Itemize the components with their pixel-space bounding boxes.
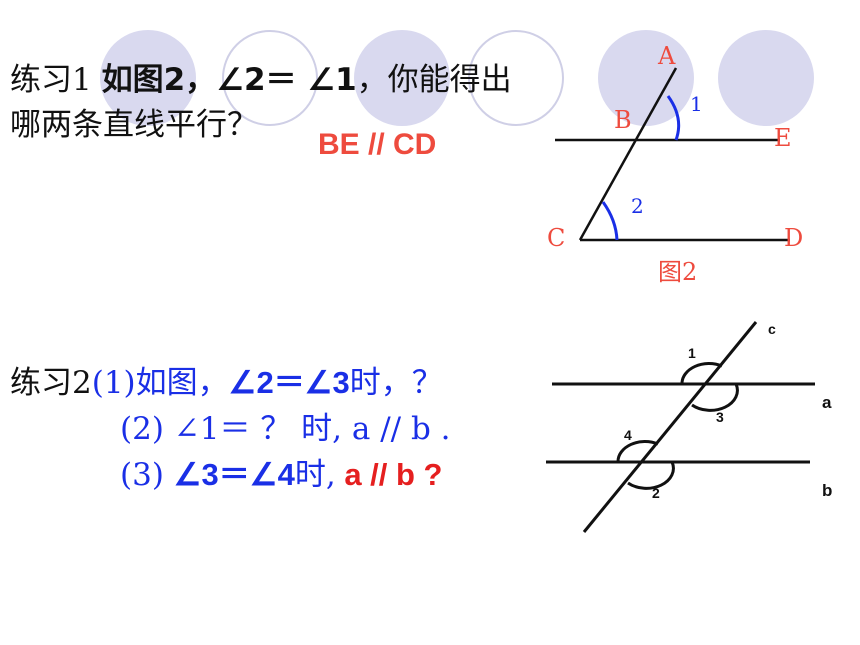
line-c-label: c xyxy=(768,321,776,337)
line-ac xyxy=(578,67,678,241)
angle-label-4: 4 xyxy=(624,427,632,443)
exercise2-condition1: ∠2＝∠3 xyxy=(228,365,350,400)
exercise2-part3-mid: 时, xyxy=(294,457,336,493)
decor-circle-4 xyxy=(718,30,814,126)
decor-ring-2 xyxy=(468,30,564,126)
figure2: A B E C D 1 2 图2 xyxy=(547,42,803,286)
line-a-label: a xyxy=(822,393,832,412)
exercise2-part1-end: 时，？ xyxy=(349,365,443,401)
point-b-label: B xyxy=(614,106,632,134)
point-e-label: E xyxy=(774,124,792,152)
exercise2-part3-start: (3) xyxy=(120,457,174,493)
angle4-arc-fig xyxy=(616,440,659,463)
decor-circle-2 xyxy=(354,30,450,126)
exercise2-prefix: 练习2 xyxy=(10,365,92,401)
exercise2-part1: (1)如图， xyxy=(91,365,229,401)
point-c-label: C xyxy=(547,224,565,252)
exercise2-part3-answer: a // b ? xyxy=(335,457,443,492)
angle-label-3: 3 xyxy=(716,409,724,425)
exercise1-condition: 如图2，∠2＝ ∠1 xyxy=(101,62,357,98)
exercise1-line1: 练习1 如图2，∠2＝ ∠1，你能得出 xyxy=(10,58,512,103)
angle-label-2: 2 xyxy=(652,485,660,501)
angle1-arc-fig xyxy=(680,362,723,385)
angle2-label: 2 xyxy=(631,194,644,218)
exercise1-line2: 哪两条直线平行？ xyxy=(10,107,258,143)
angle-label-1: 1 xyxy=(688,345,696,361)
decor-ring-1 xyxy=(222,30,318,126)
exercise2-question: 练习2(1)如图，∠2＝∠3时，？ (2) ∠1＝ ？ 时, a // b . … xyxy=(10,360,451,493)
exercise1-suffix: ，你能得出 xyxy=(356,62,512,98)
angle1-arc xyxy=(666,95,681,141)
angle2-arc-fig xyxy=(627,461,675,490)
angle2-arc xyxy=(601,201,619,241)
exercise2-line2: (2) ∠1＝ ？ 时, a // b . xyxy=(120,411,451,447)
decor-circle-1 xyxy=(100,30,196,126)
figure2-caption: 图2 xyxy=(658,258,697,286)
exercise1-answer: BE // CD xyxy=(318,128,437,161)
exercise1-prefix: 练习1 xyxy=(10,62,102,98)
exercise2-condition3: ∠3＝∠4 xyxy=(173,457,295,492)
angle1-label: 1 xyxy=(690,92,703,116)
line-b-label: b xyxy=(822,481,832,500)
line-c xyxy=(582,321,758,533)
angle3-arc-fig xyxy=(691,383,739,412)
decor-circle-3 xyxy=(598,30,694,126)
point-d-label: D xyxy=(784,224,803,252)
exercise2-line3: (3) ∠3＝∠4时, a // b ? xyxy=(120,452,443,498)
exercise1-question: 练习1 如图2，∠2＝ ∠1，你能得出 哪两条直线平行？ xyxy=(10,58,512,148)
figure-parallel-lines: c a b 1 3 4 2 xyxy=(546,321,832,533)
exercise2-line1: 练习2(1)如图，∠2＝∠3时，？ xyxy=(10,360,443,406)
point-a-label: A xyxy=(657,42,676,70)
